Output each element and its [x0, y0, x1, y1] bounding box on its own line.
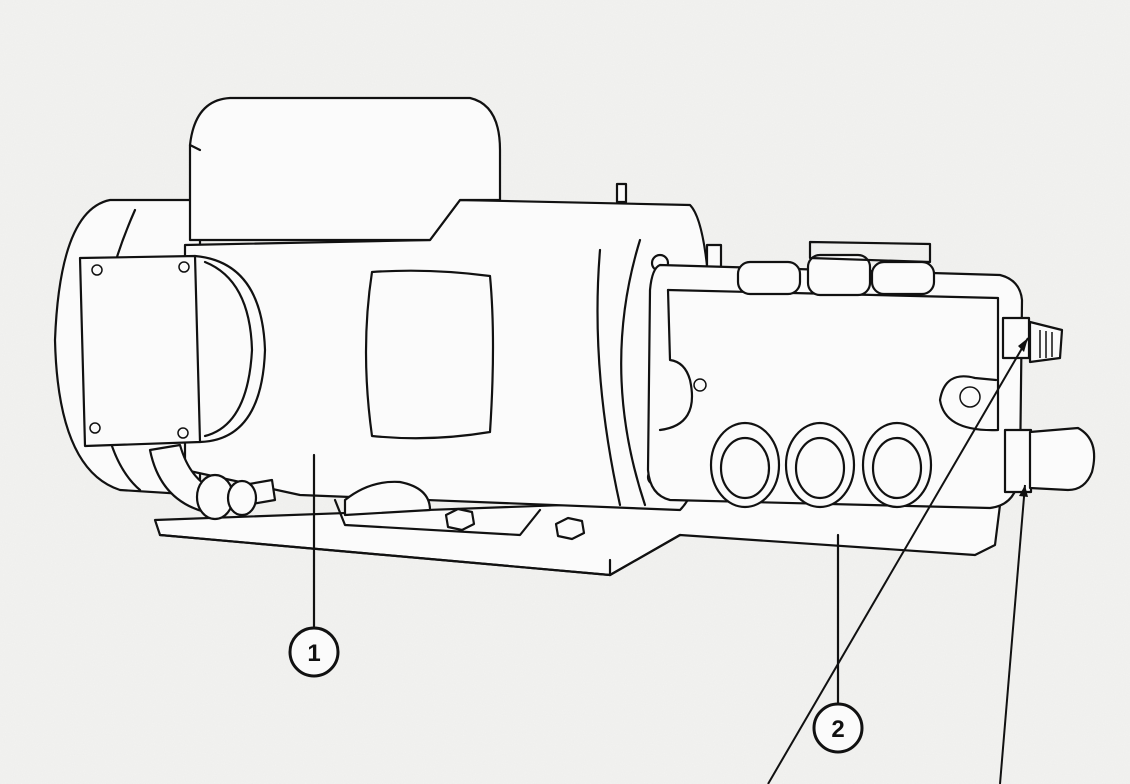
callout-1-label: 1	[307, 640, 320, 667]
leader-lines	[312, 337, 1029, 784]
electric-motor	[53, 96, 723, 541]
pump-assembly	[646, 240, 1096, 510]
callout-1: 1	[288, 626, 340, 678]
callout-2: 2	[812, 702, 864, 754]
callout-2-label: 2	[831, 716, 844, 743]
